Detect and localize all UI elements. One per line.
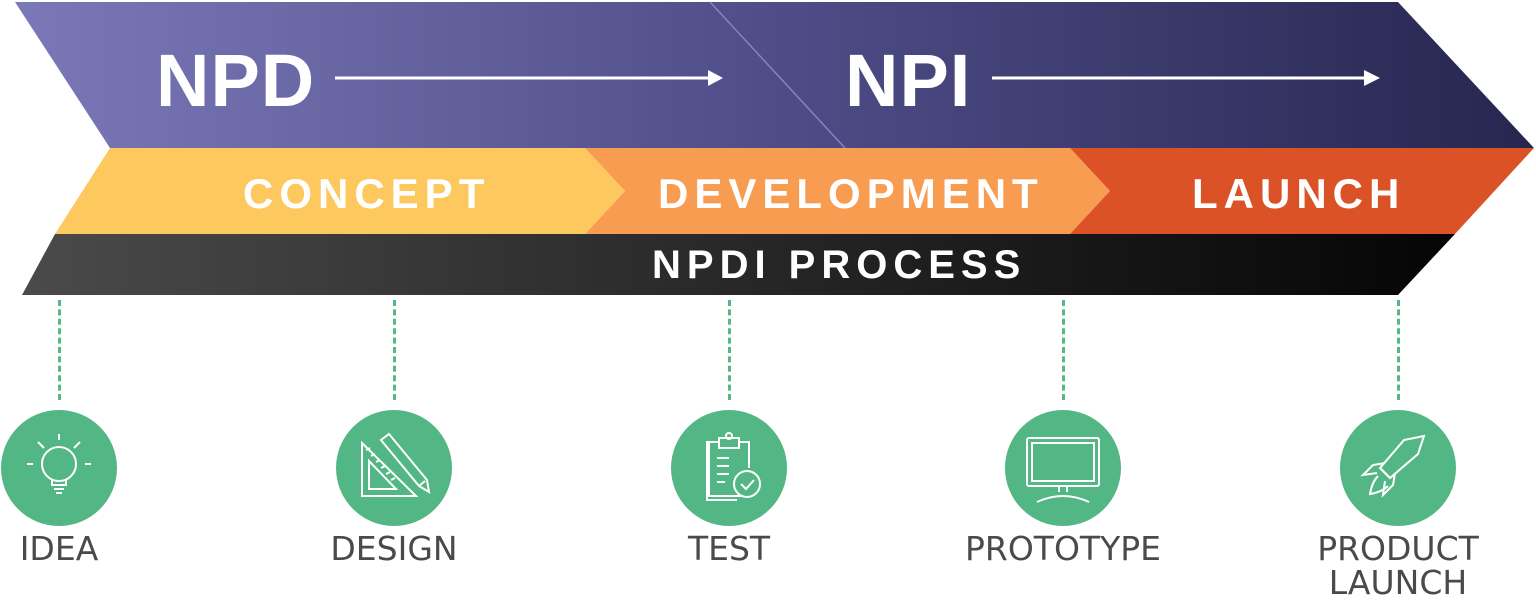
rocket-icon: [1360, 434, 1426, 498]
npd-label: NPD: [156, 39, 316, 122]
ruler-pencil-icon: [361, 432, 431, 497]
milestone-circle: [336, 410, 452, 526]
milestone-circle: [1340, 410, 1456, 526]
dashed-connector: [728, 300, 731, 400]
dashed-connector: [1397, 300, 1400, 400]
monitor-icon: [1026, 437, 1100, 503]
milestone-label: IDEA: [19, 529, 99, 568]
milestone-label: DESIGN: [330, 529, 458, 568]
process-label: NPDI PROCESS: [652, 243, 1027, 287]
milestone-circle: [1, 410, 117, 526]
lightbulb-icon: [27, 434, 91, 494]
npd-npi-divider: [709, 1, 846, 149]
phase-development-label: DEVELOPMENT: [658, 170, 1044, 217]
phase-launch: [1070, 148, 1534, 234]
milestone-circle: [1005, 410, 1121, 526]
phase-concept-label: CONCEPT: [243, 170, 491, 217]
milestone-label: PRODUCT LAUNCH: [1317, 529, 1479, 602]
phase-launch-label: LAUNCH: [1192, 170, 1406, 217]
milestone-label: PROTOTYPE: [964, 529, 1161, 568]
npi-label: NPI: [845, 39, 972, 122]
dashed-connector: [393, 300, 396, 400]
dashed-connector: [1062, 300, 1065, 400]
milestone-circle: [671, 410, 787, 526]
phase-concept: [55, 148, 625, 234]
process-band: [22, 234, 1455, 295]
dashed-connector: [58, 300, 61, 400]
process-bands: [15, 1, 1534, 295]
milestone-label: TEST: [687, 529, 771, 568]
top-band: [15, 2, 1534, 148]
clipboard-check-icon: [706, 432, 761, 501]
phase-development: [585, 148, 1110, 234]
